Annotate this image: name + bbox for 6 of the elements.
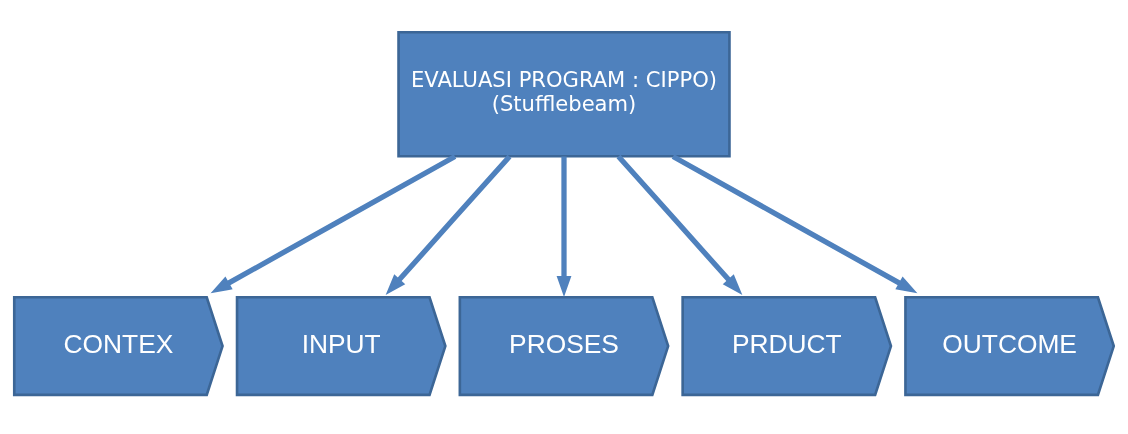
arrow xyxy=(556,156,572,297)
arrow xyxy=(210,153,457,293)
arrow xyxy=(671,153,918,293)
node-box: EVALUASI PROGRAM : CIPPO) (Stufflebeam) xyxy=(397,30,731,157)
arrow xyxy=(385,154,512,295)
arrow xyxy=(616,154,743,295)
